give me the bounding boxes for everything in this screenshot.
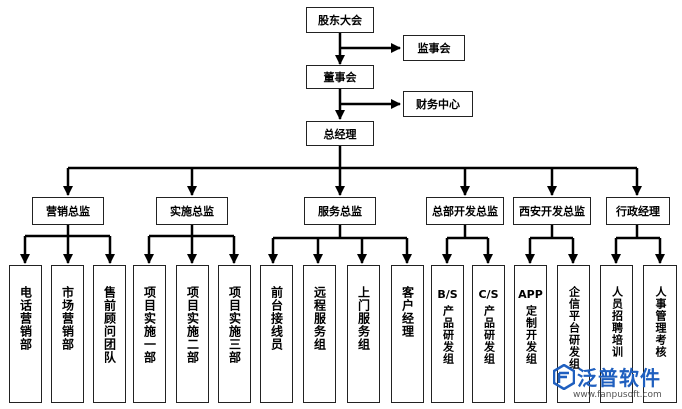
leaf-impl3: 项目实施三部 [218,265,251,403]
node-implementation: 实施总监 [156,197,228,225]
leaf-label: 产品研发组 [482,305,496,365]
leaf-label: 项目实施二部 [185,286,200,364]
watermark-url: www.fanpusoft.com [573,390,662,400]
leaf-impl1: 项目实施一部 [133,265,166,403]
node-xian-dev: 西安开发总监 [513,197,591,225]
node-service: 服务总监 [304,197,376,225]
node-label: 董事会 [323,71,357,84]
leaf-prefix: C/S [478,288,499,301]
leaf-label: 市场营销部 [60,286,75,351]
leaf-customer-mgr: 客户经理 [391,265,424,403]
leaf-label: 远程服务组 [312,286,327,351]
node-admin: 行政经理 [606,197,670,225]
leaf-reception: 前台接线员 [260,265,293,403]
leaf-label: 项目实施一部 [142,286,157,364]
leaf-label: 人员招聘培训 [610,286,624,358]
node-label: 营销总监 [46,205,90,218]
leaf-label: 前台接线员 [269,286,284,351]
watermark: 泛普软件 www.fanpusoft.com [551,360,679,406]
node-label: 服务总监 [318,205,362,218]
leaf-label: 定制开发组 [524,305,538,365]
node-label: 行政经理 [616,205,660,218]
node-board: 董事会 [306,65,374,89]
leaf-hr-assessment: 人事管理考核 [643,265,677,403]
node-supervisory: 监事会 [403,35,465,61]
leaf-label: 客户经理 [400,286,415,338]
leaf-telemarketing: 电话营销部 [9,265,42,403]
leaf-onsite: 上门服务组 [347,265,380,403]
leaf-enterprise-platform: 企信平台研发组 [557,265,590,403]
node-label: 监事会 [417,42,451,55]
leaf-bs-group: B/S 产品研发组 [431,265,464,403]
node-marketing: 营销总监 [32,197,104,225]
leaf-label: 电话营销部 [18,286,33,351]
leaf-label: 项目实施三部 [227,286,242,364]
leaf-cs-group: C/S 产品研发组 [472,265,505,403]
node-label: 财务中心 [416,98,460,111]
node-label: 西安开发总监 [519,205,585,218]
leaf-recruitment: 人员招聘培训 [600,265,633,403]
leaf-impl2: 项目实施二部 [176,265,209,403]
leaf-label: 企信平台研发组 [567,286,581,370]
watermark-name: 泛普软件 [577,366,661,390]
leaf-label: 人事管理考核 [654,286,667,358]
fanpu-logo-icon [553,364,575,390]
node-finance: 财务中心 [403,91,473,117]
leaf-label: 产品研发组 [441,305,455,365]
leaf-prefix: B/S [437,288,458,301]
node-hq-dev: 总部开发总监 [426,197,504,225]
leaf-market-marketing: 市场营销部 [51,265,84,403]
node-label: 实施总监 [170,205,214,218]
leaf-remote: 远程服务组 [303,265,336,403]
leaf-label: 售前顾问团队 [102,286,117,364]
leaf-app-group: APP 定制开发组 [514,265,547,403]
node-label: 股东大会 [318,14,362,27]
leaf-presales: 售前顾问团队 [93,265,126,403]
node-shareholders: 股东大会 [306,7,374,33]
node-gm: 总经理 [306,121,374,146]
node-label: 总经理 [323,127,357,141]
node-label: 总部开发总监 [432,205,498,218]
leaf-label: 上门服务组 [356,286,371,351]
connectors [20,33,665,264]
leaf-prefix: APP [518,288,543,301]
